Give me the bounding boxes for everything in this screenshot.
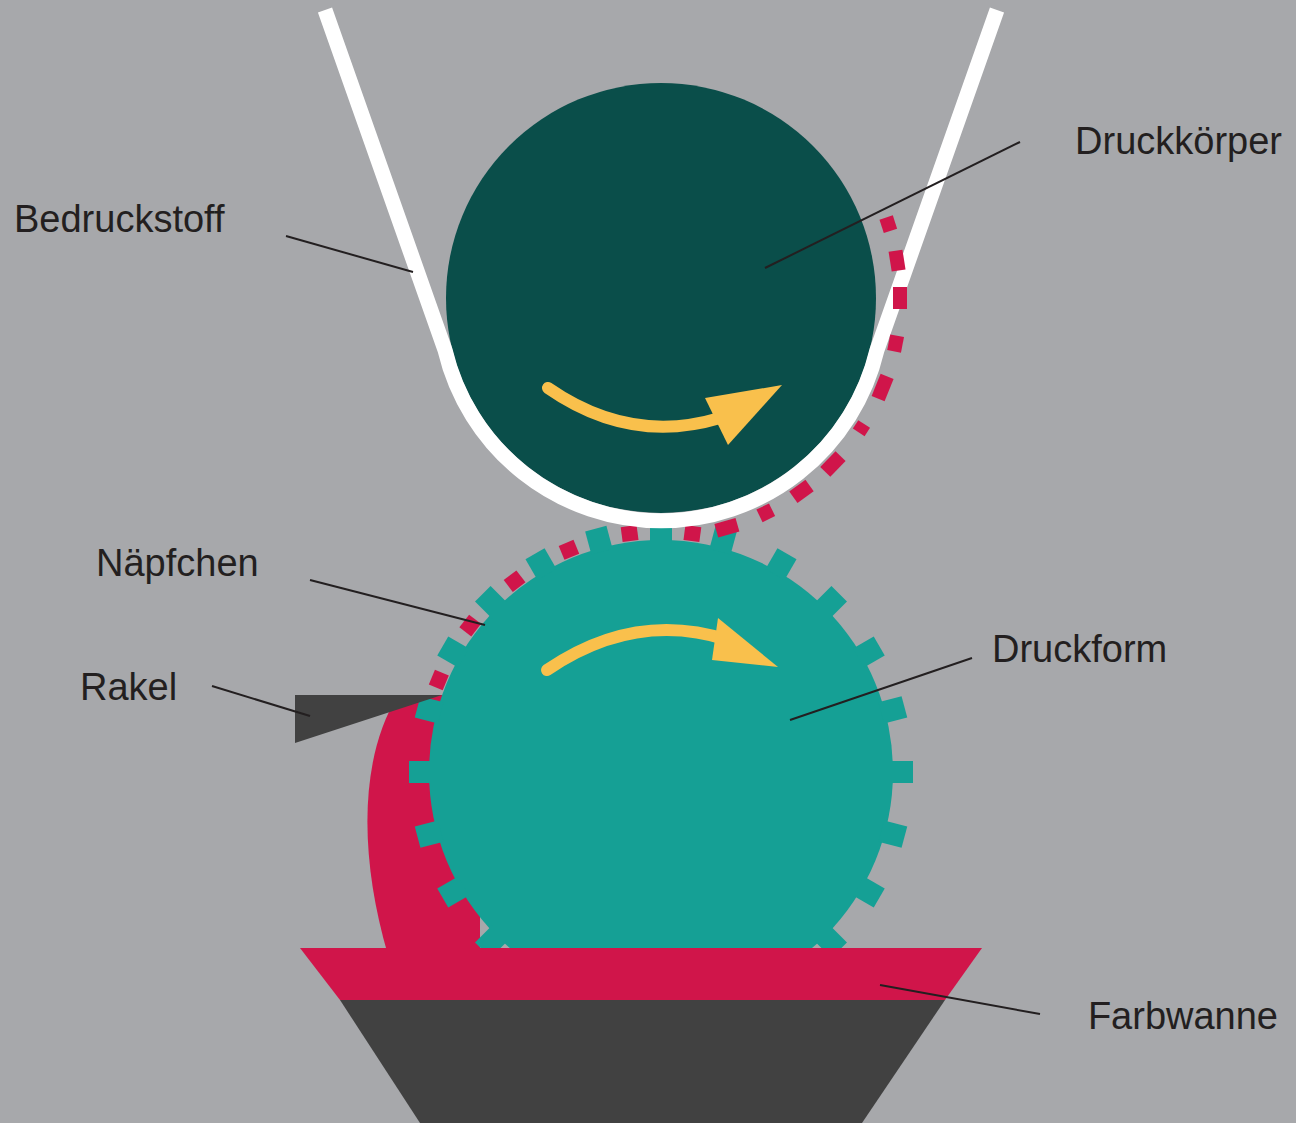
ink-cell — [429, 670, 449, 691]
cylinder-tooth — [878, 696, 907, 723]
ink-in-trough — [300, 948, 982, 1000]
cylinder-tooth — [853, 876, 885, 907]
part-label: Näpfchen — [96, 544, 259, 582]
cylinder-tooth — [415, 820, 444, 847]
leader-lines — [212, 142, 1040, 1014]
cylinder-tooth — [889, 761, 913, 783]
leader-line — [790, 658, 972, 720]
leader-line — [765, 142, 1020, 268]
arrow-shaft — [548, 388, 720, 427]
cylinder-tooth — [525, 548, 556, 580]
cylinder-body — [429, 540, 893, 1004]
printed-dot — [872, 374, 894, 401]
arrow-head — [705, 385, 782, 445]
cylinder-tooth — [409, 761, 433, 783]
impression-cylinder — [446, 83, 876, 513]
arrow-head — [712, 618, 778, 667]
ink-cell — [559, 540, 580, 560]
printed-dot — [756, 503, 775, 522]
printed-dot — [893, 287, 907, 309]
printed-dot — [889, 250, 906, 272]
cylinder-tooth — [853, 636, 885, 667]
arrow-shaft — [547, 630, 728, 670]
printed-dot — [820, 451, 845, 477]
leader-line — [212, 686, 310, 716]
printed-dot — [714, 518, 739, 538]
rotation-arrow — [548, 385, 782, 445]
leader-line — [880, 985, 1040, 1014]
rotation-arrow — [547, 618, 778, 670]
printed-dot — [789, 480, 813, 503]
part-label: Druckform — [992, 630, 1167, 668]
cylinder-tooth — [437, 876, 469, 907]
ink-cell — [504, 570, 526, 592]
substrate-web — [325, 10, 997, 521]
cylinder-tooth — [475, 586, 508, 619]
part-label: Druckkörper — [1075, 122, 1282, 160]
part-label: Rakel — [80, 668, 177, 706]
ink-cell — [683, 525, 701, 542]
cylinder-tooth — [437, 636, 469, 667]
cylinder-tooth — [585, 526, 612, 555]
ink-trough — [340, 1000, 945, 1123]
ink-cell — [459, 615, 481, 637]
cylinder-tooth — [765, 548, 796, 580]
doctor-blade — [295, 695, 442, 743]
ink-cell — [621, 525, 639, 542]
printed-dot — [887, 334, 904, 352]
cylinder-tooth — [878, 820, 907, 847]
printed-dot — [879, 215, 897, 233]
printed-dot — [853, 420, 870, 436]
part-label: Farbwanne — [1088, 997, 1278, 1035]
leader-line — [286, 236, 413, 272]
printed-ink — [714, 215, 907, 537]
part-label: Bedruckstoff — [14, 200, 225, 238]
leader-line — [310, 580, 485, 625]
cylinder-tooth — [814, 586, 847, 619]
